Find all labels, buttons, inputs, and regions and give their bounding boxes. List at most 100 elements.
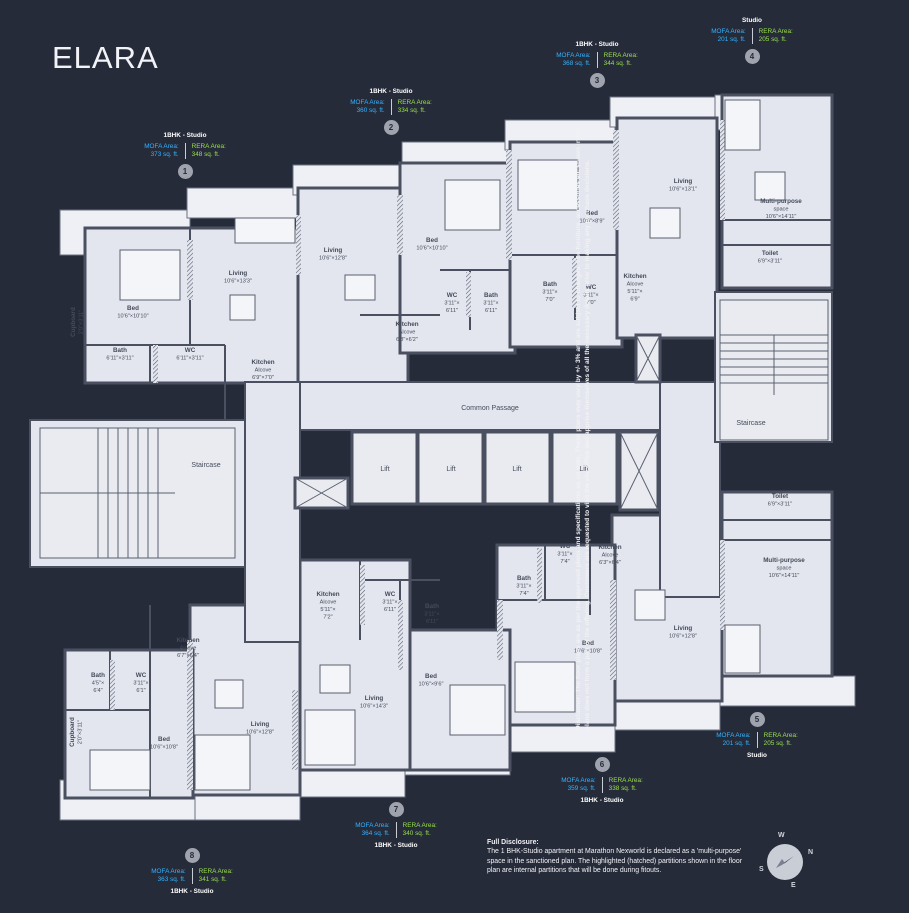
rera-label: RERA Area: [758,28,793,35]
room-label-line: Living [365,695,384,702]
unit-number-badge: 2 [383,120,399,135]
staircase-left [39,427,236,559]
full-disclosure-heading: Full Disclosure: [487,839,539,846]
mofa-value: 201 sq. ft. [717,36,746,43]
common-labels: Common Passage Staircase Staircase Lift … [191,405,765,473]
room-label-line: 2'0"×3'11" [78,720,84,745]
staircase-right-label: Staircase [736,420,765,427]
room-label-line: space [774,207,789,213]
room-label-line: 3'11"× [444,301,459,307]
room-label-line: 5'11"× [320,607,335,613]
room-label-u7-bed: Bed 10'6"×9'6" [419,673,444,688]
room-label-line: 7'4" [519,591,528,597]
room-label-line: Kitchen [316,591,339,598]
unit-number-badge: 3 [589,73,605,88]
unit-type: 1BHK - Studio [374,842,418,849]
room-label-line: Alcove [627,282,644,288]
room-label-line: WC [136,672,147,679]
compass-n-label: N [808,849,814,856]
room-label-line: Kitchen [395,321,418,328]
rera-value: 348 sq. ft. [191,151,220,158]
mofa-value: 368 sq. ft. [562,60,591,67]
mofa-label: MOFA Area: [556,52,591,59]
room-label-line: 3'11"× [583,293,598,299]
room-label-line: 6'9"×3'11" [758,259,783,265]
rera-label: RERA Area: [198,868,233,875]
mofa-label: MOFA Area: [561,777,596,784]
rera-label: RERA Area: [603,52,638,59]
room-label-line: 6'9"×3'11" [768,502,793,508]
room-label-line: 2'0"×3'11" [79,310,85,335]
room-label-line: Bath [425,603,439,610]
room-label-line: Alcove [602,553,619,559]
unit-type: 1BHK - Studio [580,797,624,804]
unit-type: 1BHK - Studio [163,132,207,139]
room-label-line: 7'0" [586,300,595,306]
unit-number-badge: 7 [388,802,404,817]
rera-value: 340 sq. ft. [402,830,431,837]
room-label-line: 6'9" [630,297,639,303]
room-label-line: Bed [127,305,139,312]
room-label-line: 3'11"× [424,612,439,618]
staircase-right [719,299,829,441]
furniture [89,99,786,791]
unit-number-badge: 1 [177,164,193,179]
mofa-value: 373 sq. ft. [150,151,179,158]
room-label-line: Living [251,721,270,728]
mofa-label: MOFA Area: [716,732,751,739]
room-label-u6-wc: WC3'11"×7'4" [557,543,572,565]
mofa-value: 201 sq. ft. [722,740,751,747]
unit-number-badge: 4 [744,49,760,64]
disclaimer: Disclaimer: The floor plans are as per t… [574,127,591,730]
room-label-line: WC [185,347,196,354]
room-label-line: 10'6"×8'9" [580,219,605,225]
room-label-line: 3'11"× [382,600,397,606]
room-label-line: WC [586,284,597,291]
room-label-line: 5'11"× [627,289,642,295]
unit-number-badge: 5 [749,712,765,727]
lift-label: Lift [446,466,455,473]
room-label-line: Living [674,625,693,632]
room-label-line: 7'0" [545,297,554,303]
room-label-line: 3'11"× [557,552,572,558]
full-disclosure-body: The 1 BHK-Studio apartment at Marathon N… [487,848,742,875]
room-labels: Living10'6"×13'3"Bed10'6"×10'10"Bath6'11… [69,178,805,751]
room-label-line: Alcove [399,330,416,336]
room-label-line: Kitchen [251,359,274,366]
room-label-line: 10'6"×9'6" [419,682,444,688]
room-label-line: 6'9"×7'0" [252,375,274,381]
unit-type: Studio [742,17,762,24]
compass-s-label: S [759,866,764,873]
staircase-left-label: Staircase [191,462,220,469]
room-label-line: 10'6"×12'8" [669,634,697,640]
compass-w-label: W [778,832,785,839]
room-label-line: Cupboard [70,307,77,337]
room-label-line: Bath [543,281,557,288]
common-passage-label: Common Passage [461,405,519,412]
room-label-u1-wc: WC6'11"×3'11" [176,347,203,362]
room-label-line: Bed [425,673,437,680]
room-label-line: 10'6"×10'8" [150,745,178,751]
room-label-line: 6'7"×6'4" [177,653,199,659]
